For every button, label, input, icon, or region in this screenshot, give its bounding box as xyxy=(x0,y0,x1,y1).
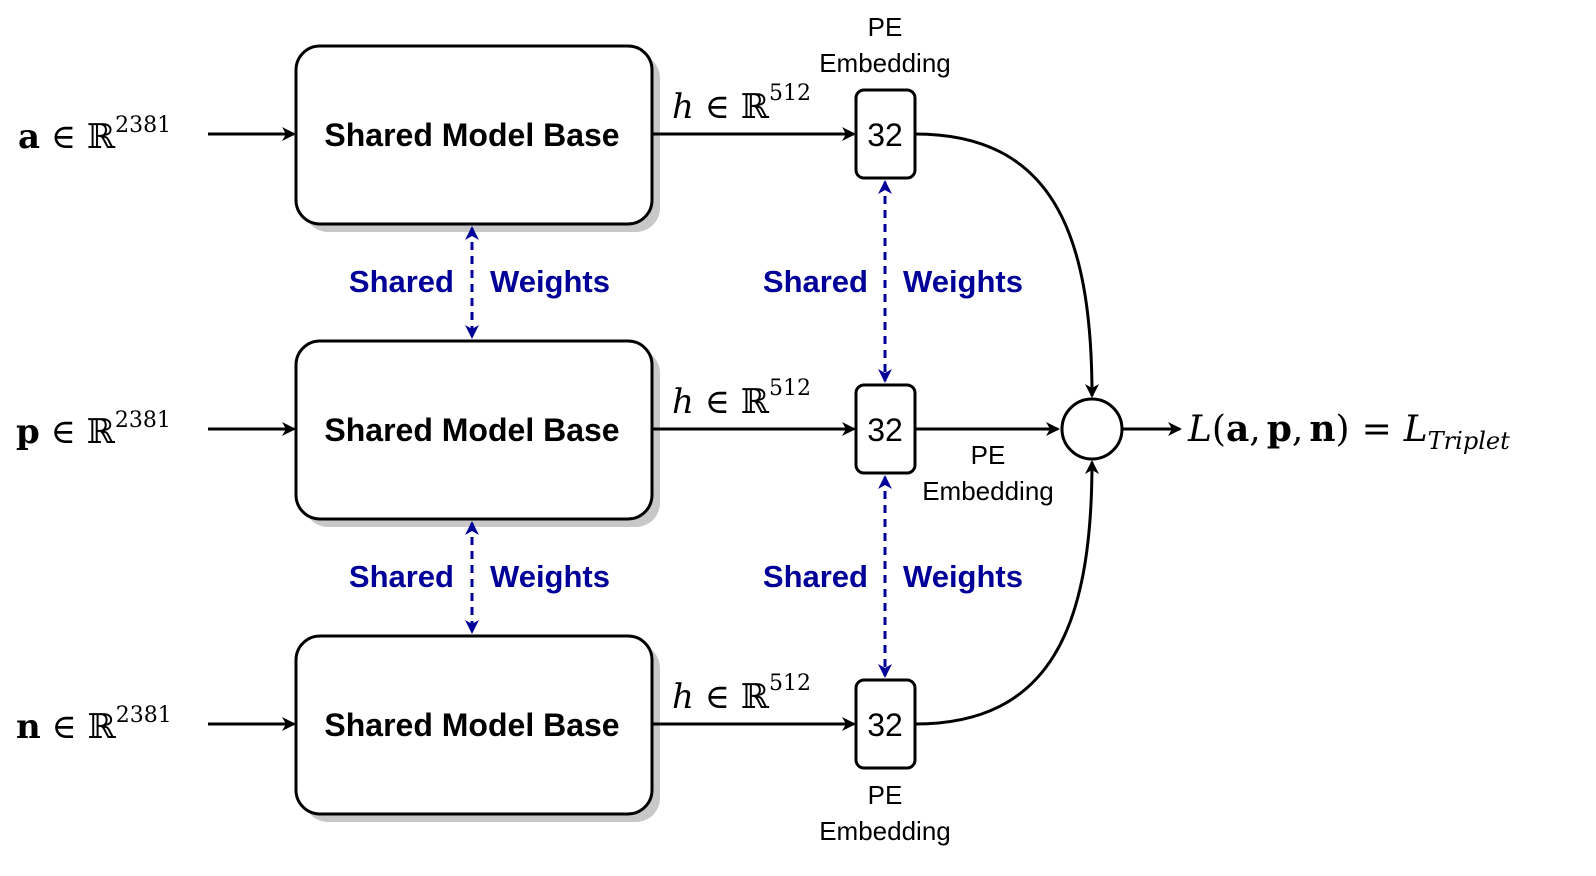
model-box-positive: Shared Model Base xyxy=(294,339,660,527)
svg-text:Embedding: Embedding xyxy=(922,476,1054,506)
input-set: ℝ xyxy=(88,707,117,747)
weights-label: Weights xyxy=(490,559,610,594)
model-box-negative: Shared Model Base xyxy=(294,634,660,822)
input-exp: 2381 xyxy=(115,408,171,433)
shared-label: Shared xyxy=(763,559,868,594)
embedding-value: 32 xyxy=(867,117,903,153)
hidden-label: h ∈ ℝ512 xyxy=(672,81,811,127)
weights-label: Weights xyxy=(490,264,610,299)
hidden-label: h ∈ ℝ512 xyxy=(672,376,811,422)
hidden-label: h ∈ ℝ512 xyxy=(672,671,811,717)
negative-to-loss-arrow xyxy=(914,460,1099,726)
svg-text:Embedding: Embedding xyxy=(819,48,951,78)
svg-text:Embedding: Embedding xyxy=(819,816,951,846)
shared-label: Shared xyxy=(763,264,868,299)
weights-label: Weights xyxy=(903,559,1023,594)
svg-text:PE: PE xyxy=(868,12,903,42)
input-label-a: a ∈ ℝ2381 xyxy=(18,113,171,157)
embedding-box-anchor: 32 xyxy=(854,88,917,180)
input-var: p xyxy=(16,412,40,452)
input-exp: 2381 xyxy=(116,703,172,728)
model-box-label: Shared Model Base xyxy=(324,412,619,448)
svg-text:PE: PE xyxy=(971,440,1006,470)
shared-label: Shared xyxy=(349,559,454,594)
embedding-box-positive: 32 xyxy=(854,383,917,475)
shared-label: Shared xyxy=(349,264,454,299)
input-var: a xyxy=(18,117,40,157)
svg-text:PE: PE xyxy=(868,780,903,810)
input-var: n xyxy=(16,707,41,747)
embedding-value: 32 xyxy=(867,412,903,448)
pe-label-anchor: PE Embedding xyxy=(819,12,951,78)
loss-combiner-node xyxy=(1060,397,1124,461)
model-box-label: Shared Model Base xyxy=(324,117,619,153)
embedding-box-negative: 32 xyxy=(854,678,917,770)
input-set: ℝ xyxy=(87,412,116,452)
anchor-to-loss-arrow xyxy=(914,132,1099,398)
model-box-label: Shared Model Base xyxy=(324,707,619,743)
input-set: ℝ xyxy=(87,117,116,157)
input-label-p: p ∈ ℝ2381 xyxy=(16,408,171,452)
pe-label-negative: PE Embedding xyxy=(819,780,951,846)
model-box-anchor: Shared Model Base xyxy=(294,44,660,232)
weights-label: Weights xyxy=(903,264,1023,299)
input-exp: 2381 xyxy=(115,113,171,138)
pe-label-positive: PE Embedding xyxy=(922,440,1054,506)
loss-formula: L(a,p,n)=LTriplet xyxy=(1187,408,1510,455)
input-label-n: n ∈ ℝ2381 xyxy=(16,703,172,747)
embedding-value: 32 xyxy=(867,707,903,743)
